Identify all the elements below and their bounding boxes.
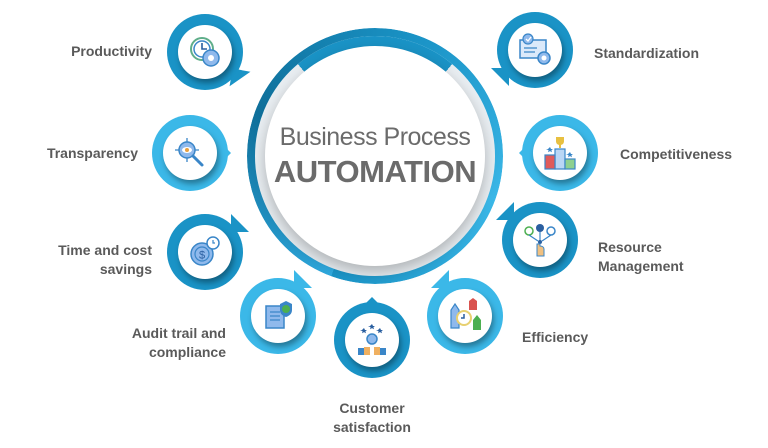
clock-arrows-up-icon [447, 298, 483, 334]
label-standardization: Standardization [594, 45, 700, 61]
bubble-audit [240, 270, 316, 354]
center-circle-inner: Business Process AUTOMATION [265, 46, 485, 266]
hand-resources-icon [522, 222, 558, 258]
label-customer-line2: satisfaction [333, 419, 411, 435]
diagram-title-line2: AUTOMATION [273, 153, 477, 189]
bubble-efficiency [427, 270, 503, 354]
label-time-cost-line1: Time and cost [58, 242, 152, 258]
label-transparency: Transparency [46, 145, 138, 161]
label-audit-line2: compliance [148, 344, 226, 360]
label-resource: Resource Management [598, 238, 718, 276]
bubble-transparency [152, 115, 231, 191]
label-customer: Customer satisfaction [302, 399, 442, 437]
customer-thumbs-up-icon [354, 322, 390, 358]
certificate-icon [517, 32, 553, 68]
bubble-productivity [167, 14, 251, 90]
bubble-standardization [491, 12, 573, 88]
bubble-customer [334, 297, 410, 378]
label-customer-line1: Customer [339, 400, 405, 416]
podium-trophy-icon [542, 135, 578, 171]
bubble-resource [496, 202, 578, 278]
dollar-clock-icon: $ [187, 234, 223, 270]
clock-gear-icon [187, 34, 223, 70]
label-productivity: Productivity [71, 43, 152, 59]
magnifier-eye-target-icon [172, 135, 208, 171]
label-efficiency: Efficiency [522, 329, 589, 345]
label-competitiveness: Competitiveness [620, 146, 733, 162]
diagram-title-line1: Business Process [279, 122, 471, 151]
document-shield-icon [260, 298, 296, 334]
center-circle: Business Process AUTOMATION [255, 36, 495, 276]
svg-text:$: $ [199, 250, 205, 262]
bubble-time-cost: $ [167, 214, 249, 290]
label-resource-line2: Management [598, 258, 684, 274]
label-time-cost-line2: savings [99, 261, 152, 277]
label-audit: Audit trail and compliance [100, 324, 226, 362]
label-audit-line1: Audit trail and [131, 325, 226, 341]
bubble-competitiveness [519, 115, 598, 191]
label-time-cost: Time and cost savings [20, 241, 152, 279]
label-resource-line1: Resource [598, 239, 662, 255]
